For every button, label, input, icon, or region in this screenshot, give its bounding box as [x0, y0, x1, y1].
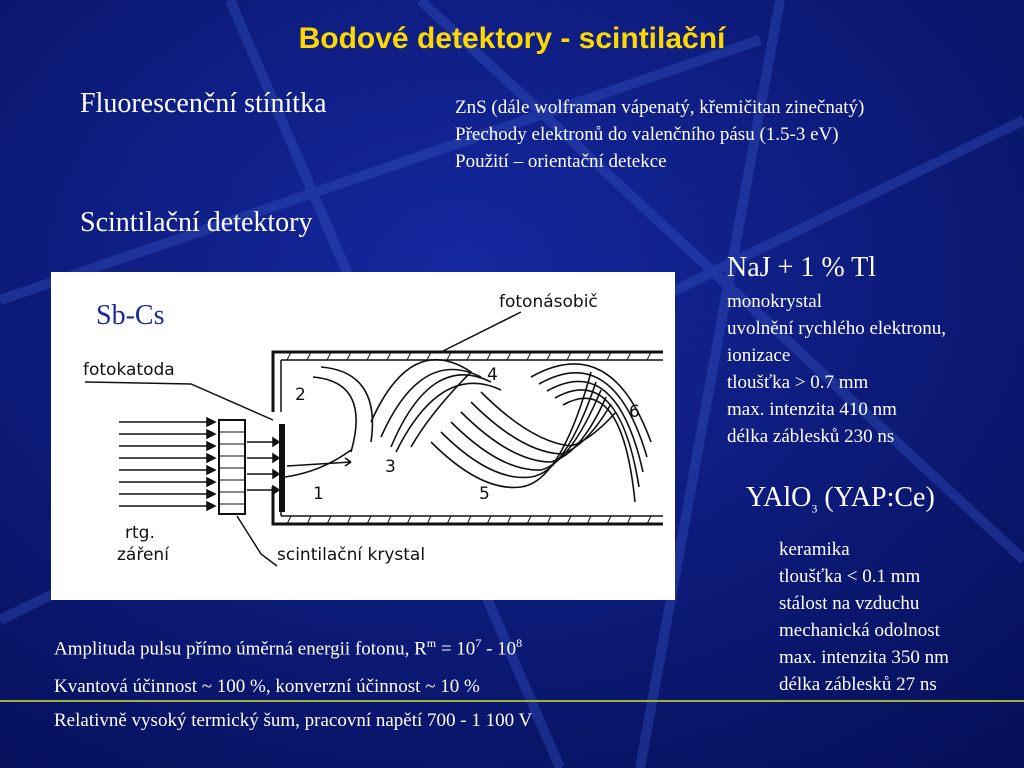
text-line: keramika: [779, 539, 850, 560]
fluorescence-details: ZnS (dále wolframan vápenatý, křemičitan…: [455, 94, 864, 175]
yalo3-details: keramika tloušťka < 0.1 mm stálost na vz…: [779, 536, 949, 698]
amplitude-text: = 10: [436, 638, 476, 660]
xray-arrows: [119, 416, 281, 512]
amplitude-text: Amplituda pulsu přímo úměrná energii fot…: [54, 638, 427, 660]
superscript: 8: [516, 636, 523, 650]
dynode-number: 1: [313, 484, 324, 504]
heading-yalo3-part: YAlO: [746, 482, 812, 513]
leader-photomultiplier: [440, 311, 522, 353]
text-line: tloušťka < 0.1 mm: [779, 566, 921, 587]
text-line: ionizace: [727, 345, 791, 366]
label-sb-cs: Sb-Cs: [96, 300, 165, 331]
dynode-number: 3: [385, 457, 396, 477]
photomultiplier-diagram: fotonásobič fotokatoda rtg. záření scint…: [51, 272, 675, 600]
amplitude-text: - 10: [481, 638, 517, 660]
dynode-number: 2: [295, 385, 306, 405]
naj-details: monokrystal uvolnění rychlého elektronu,…: [727, 288, 946, 450]
leader-crystal: [236, 515, 278, 567]
text-line: max. intenzita 350 nm: [779, 647, 949, 668]
text-line: Použití – orientační detekce: [455, 151, 667, 172]
dynode-curves: [284, 358, 652, 503]
text-line: monokrystal: [727, 291, 822, 312]
housing-hatching: [286, 351, 652, 525]
text-line: uvolnění rychlého elektronu,: [727, 318, 946, 339]
heading-naj: NaJ + 1 % Tl: [727, 252, 877, 283]
scintillation-crystal: [218, 419, 246, 515]
thermal-noise-line: Relativně vysoký termický šum, pracovní …: [54, 710, 533, 731]
text-line: tloušťka > 0.7 mm: [727, 372, 869, 393]
footer-divider: [0, 700, 1024, 702]
amplitude-line: Amplituda pulsu přímo úměrná energii fot…: [54, 630, 522, 662]
leader-photocathode: [84, 381, 274, 421]
text-line: délka záblesků 27 ns: [779, 674, 937, 695]
label-scintillation-crystal: scintilační krystal: [277, 545, 425, 565]
heading-yalo3-subscript: 3: [811, 501, 818, 516]
heading-scintillation-detectors: Scintilační detektory: [80, 207, 313, 238]
label-photomultiplier: fotonásobič: [499, 292, 598, 312]
dynode-number: 4: [487, 365, 498, 385]
label-photocathode: fotokatoda: [83, 360, 175, 380]
crystal-lines: [219, 431, 245, 505]
superscript: m: [426, 636, 437, 650]
slide-title: Bodové detektory - scintilační: [298, 22, 726, 55]
label-radiation: záření: [117, 545, 170, 565]
heading-yalo3: YAlO3 (YAP:Ce): [746, 482, 935, 517]
label-xray: rtg.: [125, 523, 155, 543]
text-line: mechanická odolnost: [779, 620, 940, 641]
text-line: ZnS (dále wolframan vápenatý, křemičitan…: [455, 97, 865, 118]
dynode-number: 5: [479, 484, 490, 504]
text-line: Přechody elektronů do valenčního pásu (1…: [455, 124, 839, 145]
photocathode: [279, 424, 285, 512]
heading-yalo3-part: (YAP:Ce): [817, 482, 935, 513]
text-line: stálost na vzduchu: [779, 593, 920, 614]
tube-housing: [271, 350, 663, 526]
dynode-number: 6: [629, 402, 640, 422]
text-line: délka záblesků 230 ns: [727, 426, 895, 447]
superscript: 7: [475, 636, 482, 650]
quantum-efficiency-line: Kvantová účinnost ~ 100 %, konverzní úči…: [54, 676, 480, 697]
heading-fluorescence-screens: Fluorescenční stínítka: [80, 88, 327, 119]
text-line: max. intenzita 410 nm: [727, 399, 897, 420]
